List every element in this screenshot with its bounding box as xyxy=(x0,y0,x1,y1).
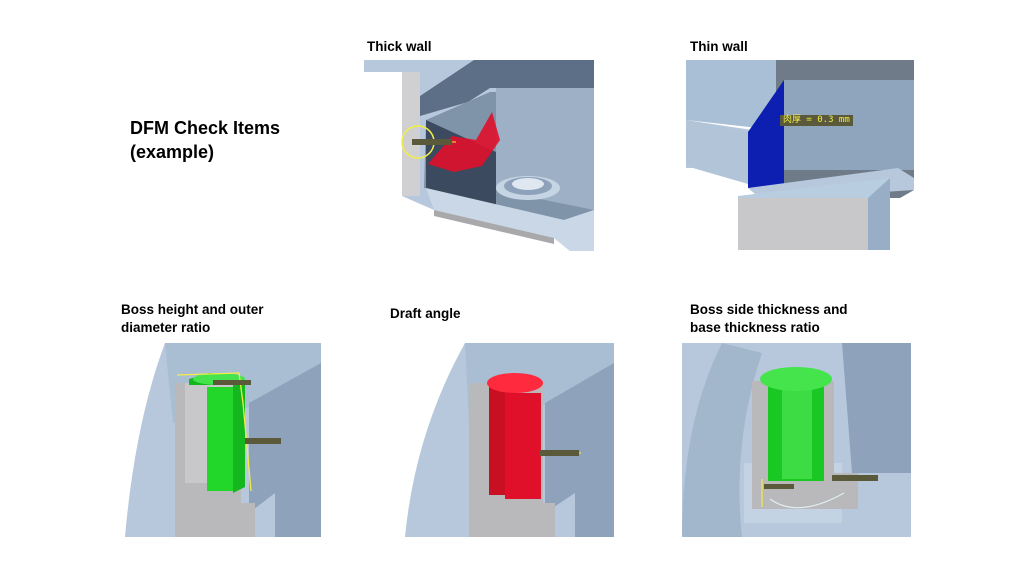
caption-thick-wall: Thick wall xyxy=(367,39,432,54)
boss-ratio-image xyxy=(125,343,321,537)
thin-wall-blue-face xyxy=(748,80,784,190)
caption-boss-side: Boss side thickness and base thickness r… xyxy=(690,301,848,337)
draft-red-face xyxy=(505,393,541,499)
title-line-2: (example) xyxy=(130,142,215,162)
thin-wall-measure-label: 肉厚 = 0.3 mm xyxy=(780,115,853,126)
thin-wall-image: 肉厚 = 0.3 mm xyxy=(686,60,914,250)
caption-boss-side-line-1: Boss side thickness and xyxy=(690,302,848,317)
title-line-1: DFM Check Items xyxy=(130,118,281,138)
caption-boss-ratio-line-2: diameter ratio xyxy=(121,320,211,335)
caption-boss-ratio-line-1: Boss height and outer xyxy=(121,302,264,317)
thick-wall-image xyxy=(364,60,594,251)
boss-side-image xyxy=(682,343,911,537)
caption-draft-angle: Draft angle xyxy=(390,306,461,321)
boss-green-bore xyxy=(207,387,233,491)
page-title: DFM Check Items (example) xyxy=(130,116,280,164)
caption-thin-wall: Thin wall xyxy=(690,39,748,54)
caption-boss-ratio: Boss height and outer diameter ratio xyxy=(121,301,264,337)
thick-wall-red-region xyxy=(428,112,500,172)
draft-angle-image xyxy=(405,343,614,537)
caption-boss-side-line-2: base thickness ratio xyxy=(690,320,820,335)
boss-side-green-bore xyxy=(782,383,812,479)
